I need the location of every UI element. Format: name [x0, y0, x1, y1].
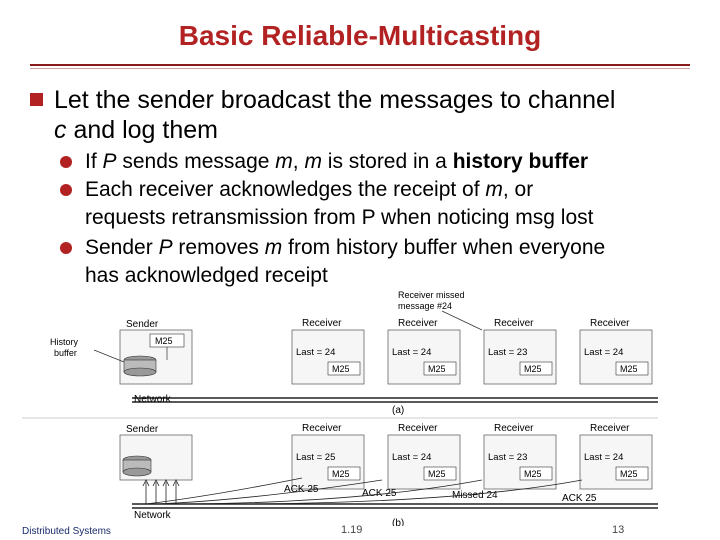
panel-a-receiver-msg-3: M25	[524, 364, 542, 374]
panel-b-receiver-label-4: Receiver	[590, 423, 630, 434]
panel-a-receiver-last-3: Last = 23	[488, 347, 527, 358]
panel-b-receiver-msg-3: M25	[524, 469, 542, 479]
main-bullet-text: Let the sender broadcast the messages to…	[54, 85, 694, 145]
multicast-diagram: Sender M25 History buffer Receiver misse…	[22, 290, 658, 529]
panel-a-receiver-msg-box-2	[423, 361, 457, 376]
panel-b-receiver-msg-2: M25	[428, 469, 446, 479]
sub-bullet-1-text: If P sends message m, m is stored in a h…	[85, 150, 589, 173]
panel-b-receiver-label-2: Receiver	[398, 423, 438, 434]
ack-label-3: Missed 24	[452, 490, 498, 501]
panel-b-receiver-msg-box-1	[327, 466, 361, 481]
footer-page: 13	[612, 524, 625, 536]
panel-b-receiver-last-3: Last = 23	[488, 452, 527, 463]
panel-a-receiver-msg-box-3	[519, 361, 553, 376]
panel-a-receiver-label-3: Receiver	[494, 318, 534, 329]
network-label-b: Network	[134, 510, 172, 521]
history-label-2: buffer	[54, 348, 77, 358]
round-bullet-icon	[60, 156, 72, 168]
round-bullet-icon	[60, 242, 72, 254]
panel-b-receiver-msg-1: M25	[332, 469, 350, 479]
missed-callout-1: Receiver missed	[398, 290, 465, 300]
panel-a-receiver-last-1: Last = 24	[296, 347, 335, 358]
history-msg-a: M25	[155, 336, 173, 346]
round-bullet-icon	[60, 184, 72, 196]
multicast-figure: Sender M25 History buffer Receiver misse…	[22, 290, 658, 529]
panel-a-receiver-msg-2: M25	[428, 364, 446, 374]
panel-a-receiver-last-4: Last = 24	[584, 347, 623, 358]
sub-bullet-3-text: Sender P removes m from history buffer w…	[85, 236, 606, 287]
history-buffer-term: history buffer	[452, 150, 589, 173]
panel-b-receiver-msg-box-4	[615, 466, 649, 481]
panel-a-receiver-label-1: Receiver	[302, 318, 342, 329]
ack-label-2: ACK 25	[362, 488, 397, 499]
title-divider-shadow	[30, 68, 690, 69]
slide-title: Basic Reliable-Multicasting	[178, 20, 542, 51]
sender-label-b: Sender	[126, 424, 159, 435]
caption-a: (a)	[392, 405, 404, 416]
panel-b-receiver-label-3: Receiver	[494, 423, 534, 434]
panel-a-receiver-msg-box-1	[327, 361, 361, 376]
channel-variable: c	[54, 116, 67, 144]
square-bullet-icon	[30, 93, 43, 106]
panel-b-receiver-msg-box-3	[519, 466, 553, 481]
ack-label-1: ACK 25	[284, 484, 319, 495]
footer-section: 1.19	[341, 524, 363, 536]
main-bullet-line1: Let the sender broadcast the messages to…	[54, 86, 616, 114]
panel-a-receiver-label-2: Receiver	[398, 318, 438, 329]
footer-course: Distributed Systems	[22, 526, 111, 537]
ack-arrows	[142, 477, 583, 505]
panel-b-receiver-msg-box-2	[423, 466, 457, 481]
sub-bullet-2-text: Each receiver acknowledges the receipt o…	[85, 178, 594, 229]
panel-b-receiver-last-2: Last = 24	[392, 452, 431, 463]
panel-a-receiver-msg-1: M25	[332, 364, 350, 374]
history-label-1: History	[50, 337, 79, 347]
missed-callout-2: message #24	[398, 301, 452, 311]
panel-a-receiver-last-2: Last = 24	[392, 347, 431, 358]
network-label-a: Network	[134, 394, 172, 405]
title-divider	[30, 64, 690, 66]
panel-a-receiver-msg-box-4	[615, 361, 649, 376]
panel-a-receiver-msg-4: M25	[620, 364, 638, 374]
panel-b-receiver-label-1: Receiver	[302, 423, 342, 434]
panel-a-receiver-label-4: Receiver	[590, 318, 630, 329]
caption-b: (b)	[392, 518, 404, 526]
ack-label-4: ACK 25	[562, 493, 597, 504]
sender-label-a: Sender	[126, 319, 159, 330]
panel-b-receiver-last-1: Last = 25	[296, 452, 335, 463]
panel-b-receiver-msg-4: M25	[620, 469, 638, 479]
main-bullet-line2: and log them	[66, 116, 218, 144]
panel-b-receiver-last-4: Last = 24	[584, 452, 623, 463]
